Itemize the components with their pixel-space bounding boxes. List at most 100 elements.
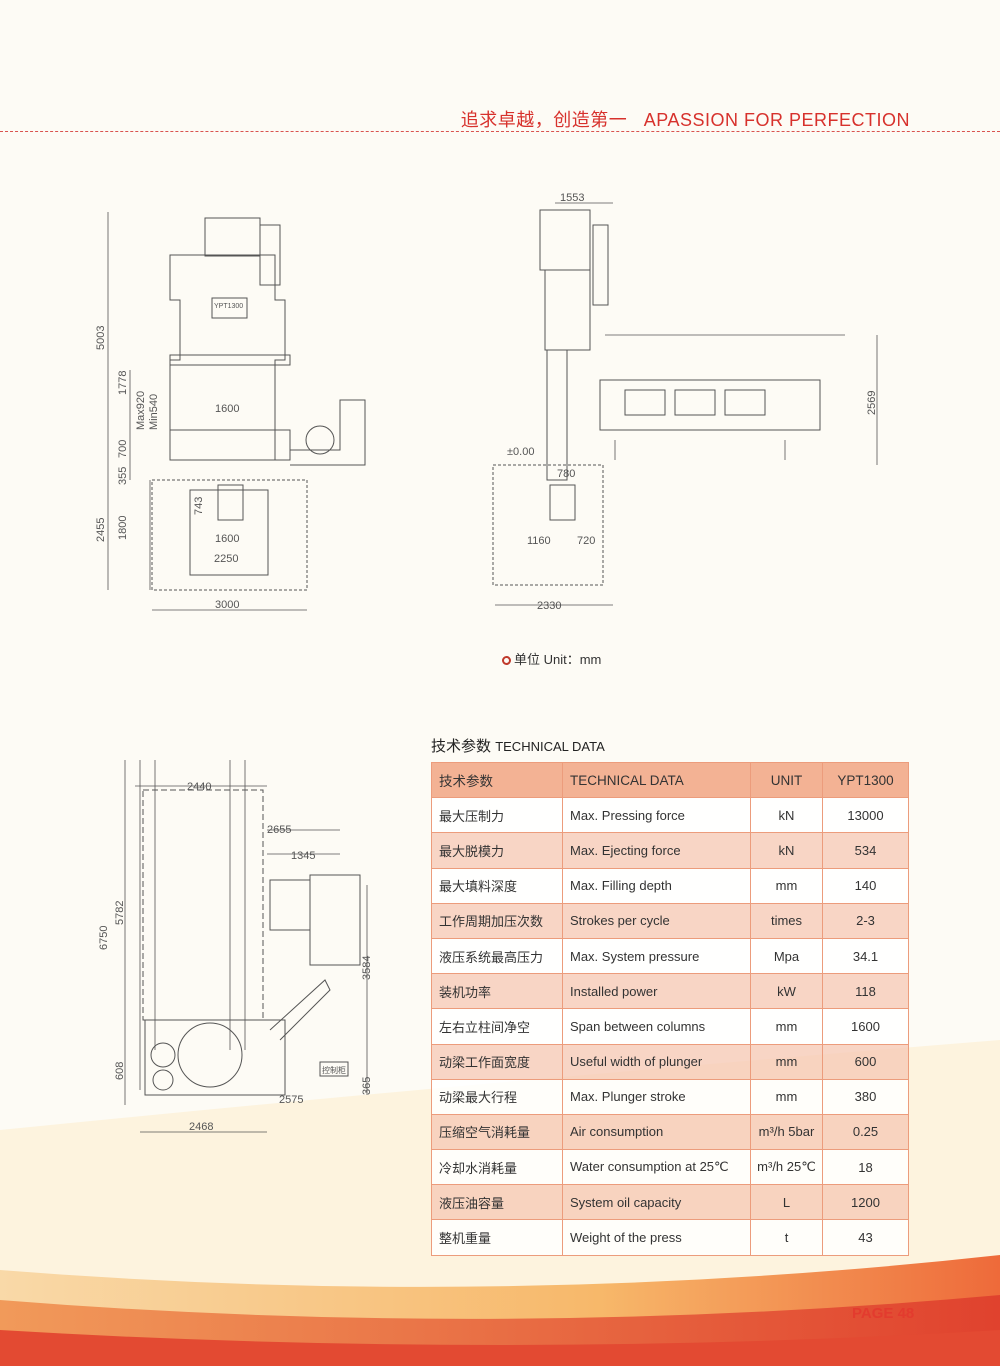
param-cn-cell: 最大填料深度	[431, 867, 563, 904]
dim-label: 6750	[98, 926, 110, 950]
dim-label: 5782	[114, 901, 126, 925]
value-cell: 118	[822, 973, 909, 1010]
dim-label: 700	[117, 440, 129, 458]
technical-data-title: 技术参数 TECHNICAL DATA	[431, 738, 605, 755]
dim-label: 365	[361, 1077, 373, 1095]
dim-label: 720	[577, 535, 595, 547]
param-en-cell: Max. System pressure	[562, 937, 751, 975]
value-cell: 43	[822, 1219, 909, 1256]
value-cell: 140	[822, 867, 909, 904]
param-en-cell: Installed power	[562, 973, 751, 1010]
unit-cell: kN	[750, 797, 823, 834]
value-cell: 600	[822, 1043, 909, 1080]
param-en-cell: Span between columns	[562, 1008, 751, 1045]
param-en-cell: Air consumption	[562, 1113, 751, 1151]
side-view-drawing: 1553 2569 ±0.00 780 1160 720 2330	[492, 192, 878, 612]
table-header-row: 技术参数 TECHNICAL DATA UNIT YPT1300	[431, 761, 909, 799]
unit-cell: L	[750, 1184, 823, 1221]
dim-label: 2468	[189, 1121, 213, 1133]
unit-cell: mm	[750, 867, 823, 904]
dim-label: 3584	[361, 956, 373, 980]
param-en-cell: Strokes per cycle	[562, 902, 751, 939]
model-plate: YPT1300	[214, 303, 243, 310]
header-cell: 技术参数	[431, 761, 563, 799]
dim-label: 355	[117, 467, 129, 485]
unit-note: 单位 Unit：mm	[502, 649, 601, 668]
dim-label: Min540	[148, 394, 160, 430]
unit-cell: m³/h 5bar	[750, 1113, 823, 1151]
header-cell: TECHNICAL DATA	[562, 761, 751, 799]
dim-label: 1553	[560, 192, 584, 204]
value-cell: 2-3	[822, 902, 909, 939]
param-en-cell: System oil capacity	[562, 1184, 751, 1221]
param-cn-cell: 最大压制力	[431, 797, 563, 834]
param-en-cell: Max. Pressing force	[562, 797, 751, 834]
top-view-drawing: 2440 2655 1345 6750 5782 3584 608 365 25…	[98, 760, 373, 1133]
unit-cell: m³/h 25℃	[750, 1149, 823, 1186]
front-view-drawing: YPT1300 5003 1778 Max920 Min540 1600 700…	[95, 212, 366, 611]
dim-label: 1600	[215, 403, 239, 415]
dim-label: Max920	[135, 391, 147, 430]
param-cn-cell: 最大脱模力	[431, 832, 563, 869]
header-divider	[0, 131, 1000, 132]
value-cell: 380	[822, 1078, 909, 1115]
value-cell: 13000	[822, 797, 909, 834]
param-cn-cell: 装机功率	[431, 973, 563, 1010]
param-cn-cell: 动梁工作面宽度	[431, 1043, 563, 1080]
value-cell: 18	[822, 1149, 909, 1186]
unit-cell: kN	[750, 832, 823, 869]
param-cn-cell: 液压油容量	[431, 1184, 563, 1221]
dim-label: 2455	[95, 518, 107, 542]
param-en-cell: Max. Filling depth	[562, 867, 751, 904]
unit-cell: mm	[750, 1043, 823, 1080]
value-cell: 534	[822, 832, 909, 869]
param-cn-cell: 液压系统最高压力	[431, 937, 563, 975]
dim-label: 2250	[214, 553, 238, 565]
bullet-icon	[502, 656, 511, 665]
param-cn-cell: 冷却水消耗量	[431, 1149, 563, 1186]
header-slogan: 追求卓越，创造第一 APASSION FOR PERFECTION	[460, 110, 910, 130]
param-cn-cell: 左右立柱间净空	[431, 1008, 563, 1045]
dim-label: 1778	[117, 371, 129, 395]
dim-label: 2440	[187, 781, 211, 793]
control-cabinet-label: 控制柜	[322, 1065, 346, 1075]
page-number: PAGE 48	[852, 1305, 915, 1322]
param-en-cell: Water consumption at 25℃	[562, 1149, 751, 1186]
unit-cell: mm	[750, 1078, 823, 1115]
dim-label: 1600	[215, 533, 239, 545]
dim-label: 1800	[117, 516, 129, 540]
unit-cell: mm	[750, 1008, 823, 1045]
param-cn-cell: 整机重量	[431, 1219, 563, 1256]
header-cell: YPT1300	[822, 761, 909, 799]
param-cn-cell: 压缩空气消耗量	[431, 1113, 563, 1151]
value-cell: 1600	[822, 1008, 909, 1045]
header-cell: UNIT	[750, 761, 823, 799]
dim-label: ±0.00	[507, 446, 534, 458]
dim-label: 2655	[267, 824, 291, 836]
value-cell: 0.25	[822, 1113, 909, 1151]
unit-cell: Mpa	[750, 937, 823, 975]
dim-label: 2575	[279, 1094, 303, 1106]
param-en-cell: Max. Plunger stroke	[562, 1078, 751, 1115]
dim-label: 608	[114, 1062, 126, 1080]
value-cell: 1200	[822, 1184, 909, 1221]
param-en-cell: Useful width of plunger	[562, 1043, 751, 1080]
dim-label: 743	[193, 497, 205, 515]
param-cn-cell: 动梁最大行程	[431, 1078, 563, 1115]
param-cn-cell: 工作周期加压次数	[431, 902, 563, 939]
param-en-cell: Max. Ejecting force	[562, 832, 751, 869]
value-cell: 34.1	[822, 937, 909, 975]
dim-label: 2330	[537, 600, 561, 612]
dim-label: 5003	[95, 326, 107, 350]
